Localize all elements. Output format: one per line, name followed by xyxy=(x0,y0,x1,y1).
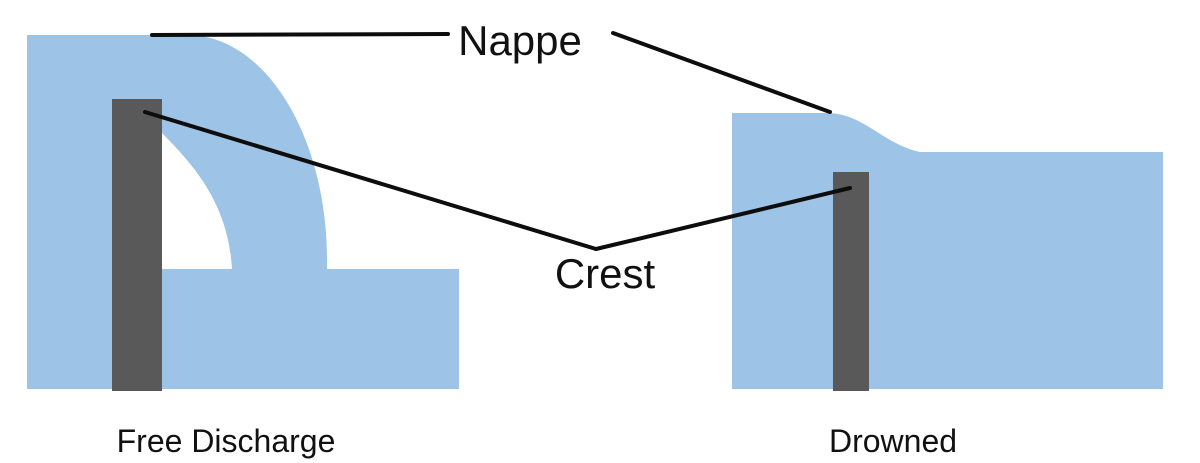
crest-leader-line-right xyxy=(594,186,852,251)
nappe-leader-line-left xyxy=(150,32,450,37)
free-discharge-water-body xyxy=(27,35,459,389)
free-discharge-weir-wall xyxy=(112,99,162,391)
nappe-leader-line-right xyxy=(611,31,832,114)
drowned-caption: Drowned xyxy=(829,423,957,459)
drowned-water-body xyxy=(732,113,1163,389)
crest-leader-line-left xyxy=(143,110,598,251)
crest-label: Crest xyxy=(555,250,656,297)
free-discharge-caption: Free Discharge xyxy=(117,423,336,459)
nappe-label: Nappe xyxy=(458,17,582,64)
drowned-weir-wall xyxy=(833,172,869,391)
